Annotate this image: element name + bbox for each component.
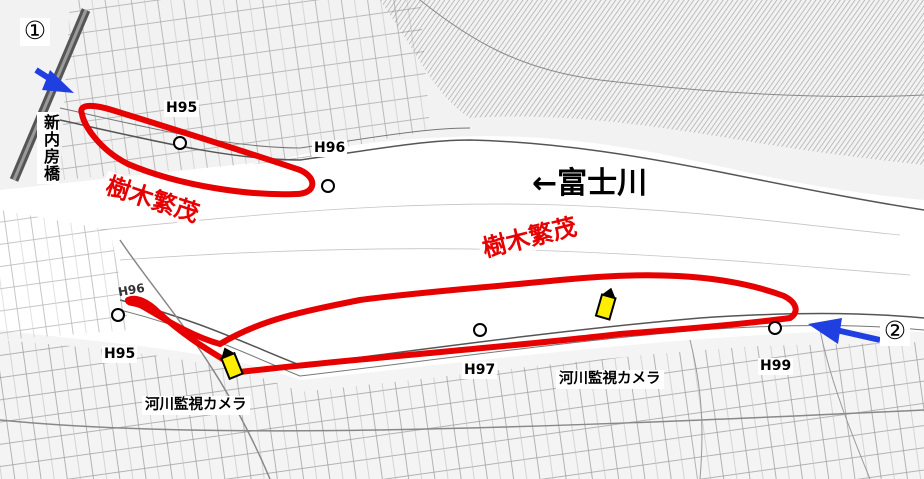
west-hill-blocks	[0, 210, 130, 340]
marker-label-h96: H96	[312, 140, 348, 157]
south-levee-line	[119, 299, 924, 366]
marker-label-h95-north: H95	[164, 100, 200, 117]
south-levee-line-2	[119, 309, 924, 377]
north-levee-line	[59, 119, 924, 211]
view-arrow-1	[34, 67, 74, 93]
marker-label-h97: H97	[462, 362, 498, 379]
vegetation-outline-north	[78, 102, 316, 198]
marker-label-h95-south: H95	[102, 346, 138, 363]
camera-icon-west	[220, 347, 244, 381]
road-east	[689, 339, 703, 479]
marker-h99	[768, 321, 782, 335]
bridge-label: 新内房橋	[37, 112, 59, 184]
river-contour-2	[119, 248, 911, 276]
marker-h97	[473, 323, 487, 337]
north-levee-line-2	[59, 107, 471, 149]
road-south	[0, 409, 924, 432]
hillside-shading	[380, 0, 924, 165]
camera-label-west: 河川監視カメラ	[142, 396, 250, 415]
marker-h96	[321, 179, 335, 193]
north-town-blocks	[60, 0, 430, 180]
hillside-ridge	[419, 0, 924, 98]
river-name-label: ←富士川	[528, 166, 652, 202]
river-contour-1	[99, 203, 901, 236]
camera-label-east: 河川監視カメラ	[556, 370, 664, 389]
river-channel	[0, 145, 924, 345]
camera-icon-east	[594, 287, 617, 321]
view-arrow-2	[808, 318, 881, 344]
view-point-1-label: ①	[20, 18, 50, 46]
marker-label-h99: H99	[758, 358, 794, 375]
marker-h95-north	[173, 136, 187, 150]
view-point-2-label: ②	[880, 318, 910, 346]
road-east-2	[819, 329, 871, 479]
marker-h95-south	[111, 308, 125, 322]
